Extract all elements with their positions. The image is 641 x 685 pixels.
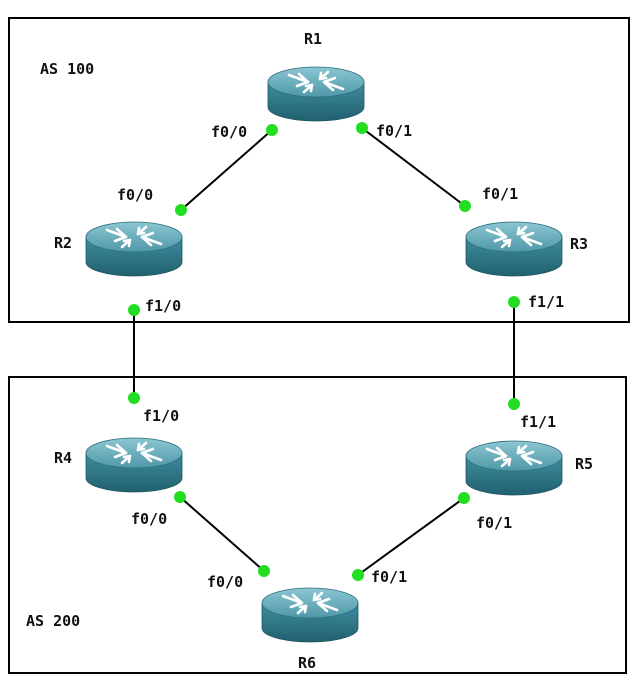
port-label-r1-f0-1: f0/1: [376, 122, 413, 140]
router-r6-label: R6: [298, 654, 317, 672]
port-label-r6-f0-0: f0/0: [207, 573, 244, 591]
router-r5-label: R5: [575, 455, 594, 473]
router-r2-label: R2: [54, 234, 73, 252]
as100-region-box: [8, 17, 630, 323]
link-r1-r2: [180, 129, 273, 211]
port-label-r4-f1-0: f1/0: [143, 407, 180, 425]
router-r6-icon[interactable]: [260, 586, 360, 644]
port-dot-r6-f0-0: [258, 565, 270, 577]
port-label-r2-f0-0: f0/0: [117, 186, 154, 204]
router-r5-icon[interactable]: [464, 439, 564, 497]
port-dot-r4-f1-0: [128, 392, 140, 404]
port-label-r5-f0-1: f0/1: [476, 514, 513, 532]
as100-label: AS 100: [40, 60, 95, 78]
link-r4-r6: [179, 496, 265, 572]
port-label-r3-f1-1: f1/1: [528, 293, 565, 311]
port-label-r6-f0-1: f0/1: [371, 568, 408, 586]
port-dot-r4-f0-0: [174, 491, 186, 503]
port-dot-r3-f0-1: [459, 200, 471, 212]
router-r1-label: R1: [304, 30, 323, 48]
router-r3-icon[interactable]: [464, 220, 564, 278]
port-label-r1-f0-0: f0/0: [211, 123, 248, 141]
port-dot-r6-f0-1: [352, 569, 364, 581]
port-label-r3-f0-1: f0/1: [482, 185, 519, 203]
port-label-r2-f1-0: f1/0: [145, 297, 182, 315]
link-r5-r6: [357, 497, 465, 576]
port-dot-r2-f0-0: [175, 204, 187, 216]
router-r4-label: R4: [54, 449, 73, 467]
port-dot-r1-f0-0: [266, 124, 278, 136]
port-label-r4-f0-0: f0/0: [131, 510, 168, 528]
port-dot-r3-f1-1: [508, 296, 520, 308]
router-r2-icon[interactable]: [84, 220, 184, 278]
as200-label: AS 200: [26, 612, 81, 630]
router-r1-icon[interactable]: [266, 65, 366, 123]
port-label-r5-f1-1: f1/1: [520, 413, 557, 431]
router-r3-label: R3: [570, 235, 589, 253]
port-dot-r5-f0-1: [458, 492, 470, 504]
port-dot-r2-f1-0: [128, 304, 140, 316]
link-r1-r3: [361, 127, 466, 207]
port-dot-r1-f0-1: [356, 122, 368, 134]
as200-region-box: [8, 376, 627, 674]
router-r4-icon[interactable]: [84, 436, 184, 494]
port-dot-r5-f1-1: [508, 398, 520, 410]
